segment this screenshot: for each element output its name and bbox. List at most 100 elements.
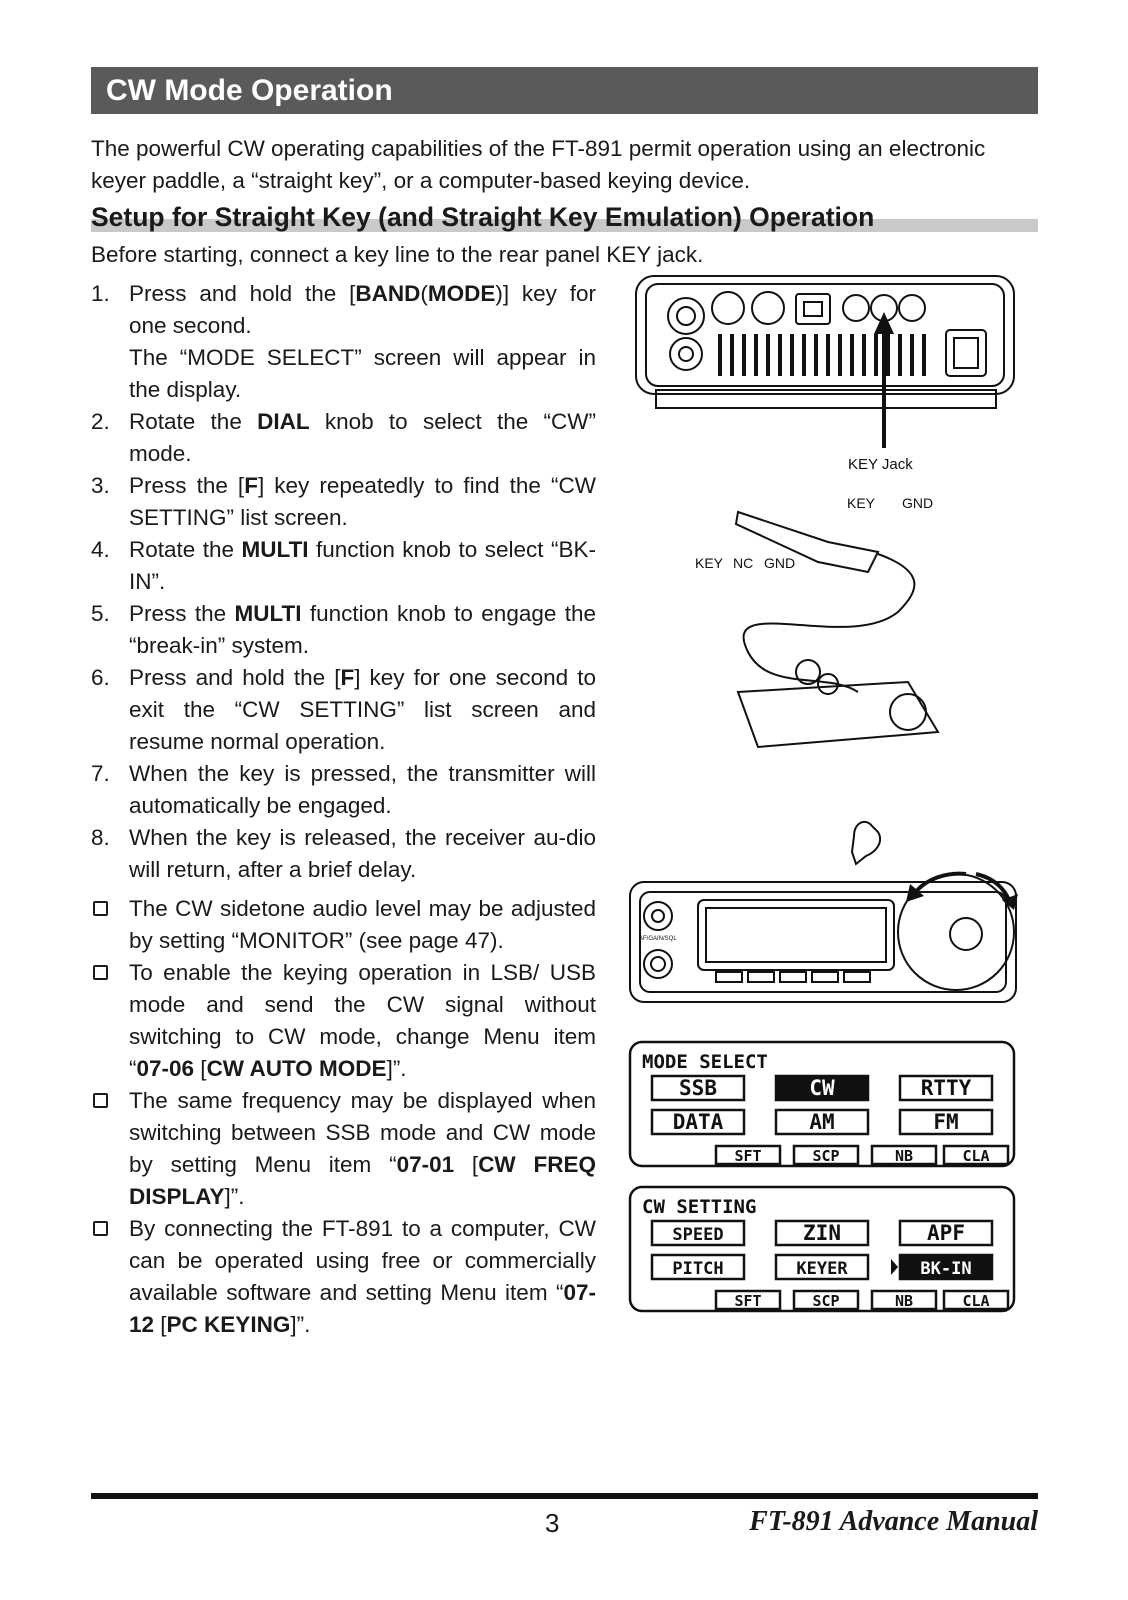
section-title-text: Setup for Straight Key (and Straight Key…	[91, 202, 875, 232]
bold-text: F	[340, 665, 355, 690]
lcd-softkey-box	[870, 1289, 938, 1311]
lcd-option-label: APF	[927, 1221, 965, 1245]
bold-text: 07-06	[136, 1056, 195, 1081]
text-run: ]”.	[224, 1184, 245, 1209]
af-gain-label: AF/GAIN/SQL	[639, 936, 677, 942]
lcd-option-box	[898, 1108, 994, 1136]
step-item: 2.Rotate the DIAL knob to select the “CW…	[91, 406, 596, 470]
lcd-option-label: CW	[809, 1076, 835, 1100]
text-run: When the key is released, the receiver a…	[129, 825, 596, 882]
bold-text: DIAL	[257, 409, 310, 434]
text-run: To enable the keying operation in LSB/ U…	[129, 960, 596, 1081]
before-starting-text: Before starting, connect a key line to t…	[91, 242, 704, 267]
text-run: knob to select the “CW” mode.	[129, 409, 597, 466]
lcd-softkey-label: SCP	[812, 1292, 839, 1310]
step-number: 4.	[91, 537, 110, 562]
step-number: 3.	[91, 473, 110, 498]
cw-setting-screen: CW SETTING SPEED ZIN APF PITCH KEYER BK-IN SFT S…	[628, 1185, 1016, 1313]
step-item: 3. Press the [F] key repeatedly to find t…	[91, 470, 596, 534]
steps-list: 1.Press and hold the [BAND(MODE)] key fo…	[91, 278, 596, 886]
lcd-option-label: AM	[809, 1110, 834, 1134]
text-run: ] key repeatedly to find the “CW SETTING…	[129, 473, 596, 530]
text-run: ]”.	[386, 1056, 407, 1081]
lcd-softkey-label: CLA	[962, 1147, 989, 1165]
bold-text: CW AUTO MODE	[206, 1056, 387, 1081]
lcd-option-label: SPEED	[672, 1225, 723, 1245]
lcd-option-label: DATA	[673, 1110, 724, 1134]
note-item: The same frequency may be displayed when…	[91, 1085, 596, 1213]
checkbox-bullet-icon	[93, 1093, 108, 1108]
lcd-option-box	[650, 1108, 746, 1136]
lcd-softkey-label: SFT	[734, 1292, 761, 1310]
text-run: [	[194, 1056, 207, 1081]
tip-gnd-label: GND	[764, 555, 795, 571]
lcd-option-label: RTTY	[921, 1076, 972, 1100]
rear-panel-illustration: KEY Jack KEY GND KEY NC GND	[635, 275, 1015, 749]
lcd-option-box	[898, 1074, 994, 1102]
text-run: ] key for one second to exit the “CW SET…	[129, 665, 596, 754]
lcd-title: MODE SELECT	[642, 1051, 768, 1073]
text-run: Press and hold the [	[129, 665, 341, 690]
tip-nc-label: NC	[733, 555, 753, 571]
step-number: 6.	[91, 665, 110, 690]
text-run: Press and hold the	[129, 281, 350, 306]
text-run: The “MODE SELECT” screen will appear in …	[129, 345, 596, 402]
step-number: 2.	[91, 409, 110, 434]
section-title: Setup for Straight Key (and Straight Key…	[91, 200, 1038, 234]
text-run: (	[420, 281, 428, 306]
text-run: function knob to select “BK-IN”.	[129, 537, 596, 594]
lcd-softkey-label: CLA	[962, 1292, 989, 1310]
lcd-option-box	[898, 1219, 994, 1247]
text-run: function knob to engage the “break-in” s…	[129, 601, 596, 658]
lcd-option-label: SSB	[679, 1076, 717, 1100]
text-run: When the key is pressed, the transmitter…	[129, 761, 596, 818]
text-run: Press the	[129, 601, 235, 626]
selection-arrow-icon	[891, 1259, 898, 1275]
page-number: 3	[545, 1508, 560, 1538]
lcd-option-box	[650, 1074, 746, 1102]
lcd-option-label: ZIN	[803, 1221, 841, 1245]
lcd-softkey-label: SCP	[812, 1147, 839, 1165]
lcd-softkey-box	[792, 1144, 860, 1166]
bold-text: PC KEYING	[166, 1312, 291, 1337]
lcd-option-label: PITCH	[672, 1259, 723, 1279]
lcd-option-box	[774, 1108, 870, 1136]
intro-paragraph: The powerful CW operating capabilities o…	[91, 136, 986, 193]
lcd-softkey-box	[714, 1289, 782, 1311]
bold-text: 07-01	[396, 1152, 455, 1177]
bold-text: BAND	[355, 281, 421, 306]
lcd-option-box	[774, 1074, 870, 1102]
step-number: 1.	[91, 281, 110, 306]
step-item: 8. When the key is released, the receiver…	[91, 822, 596, 886]
lcd-option-label: BK-IN	[920, 1259, 971, 1279]
bold-text: MULTI	[234, 601, 302, 626]
step-number: 8.	[91, 825, 110, 850]
text-run: Press the [	[129, 473, 245, 498]
bold-text: F	[244, 473, 258, 498]
step-item: 4.Rotate the MULTI function knob to sele…	[91, 534, 596, 598]
lcd-softkey-box	[792, 1289, 860, 1311]
page-title: CW Mode Operation	[91, 67, 1038, 114]
plug-gnd-label: GND	[902, 495, 933, 511]
section-title-rule	[91, 219, 1038, 232]
lcd-softkey-label: SFT	[734, 1147, 761, 1165]
lcd-option-box	[774, 1219, 870, 1247]
lcd-title: CW SETTING	[642, 1196, 756, 1218]
lcd-option-box	[774, 1253, 870, 1281]
lcd-option-label: KEYER	[796, 1259, 848, 1279]
lcd-option-box	[650, 1219, 746, 1247]
text-run: [	[454, 1152, 479, 1177]
text-run: The same frequency may be displayed when…	[129, 1088, 596, 1177]
text-run: [	[154, 1312, 167, 1337]
plug-key-label: KEY	[847, 495, 876, 511]
step-number: 5.	[91, 601, 110, 626]
footer-rule	[91, 1493, 1038, 1499]
key-jack-label: KEY Jack	[848, 456, 913, 473]
lcd-option-box	[898, 1253, 994, 1281]
bold-text: CW FREQ DISPLAY	[129, 1152, 596, 1209]
step-item: 7.When the key is pressed, the transmitt…	[91, 758, 596, 822]
text-run: Rotate the	[129, 537, 242, 562]
text-run: [	[349, 281, 356, 306]
lcd-option-label: FM	[933, 1110, 958, 1134]
